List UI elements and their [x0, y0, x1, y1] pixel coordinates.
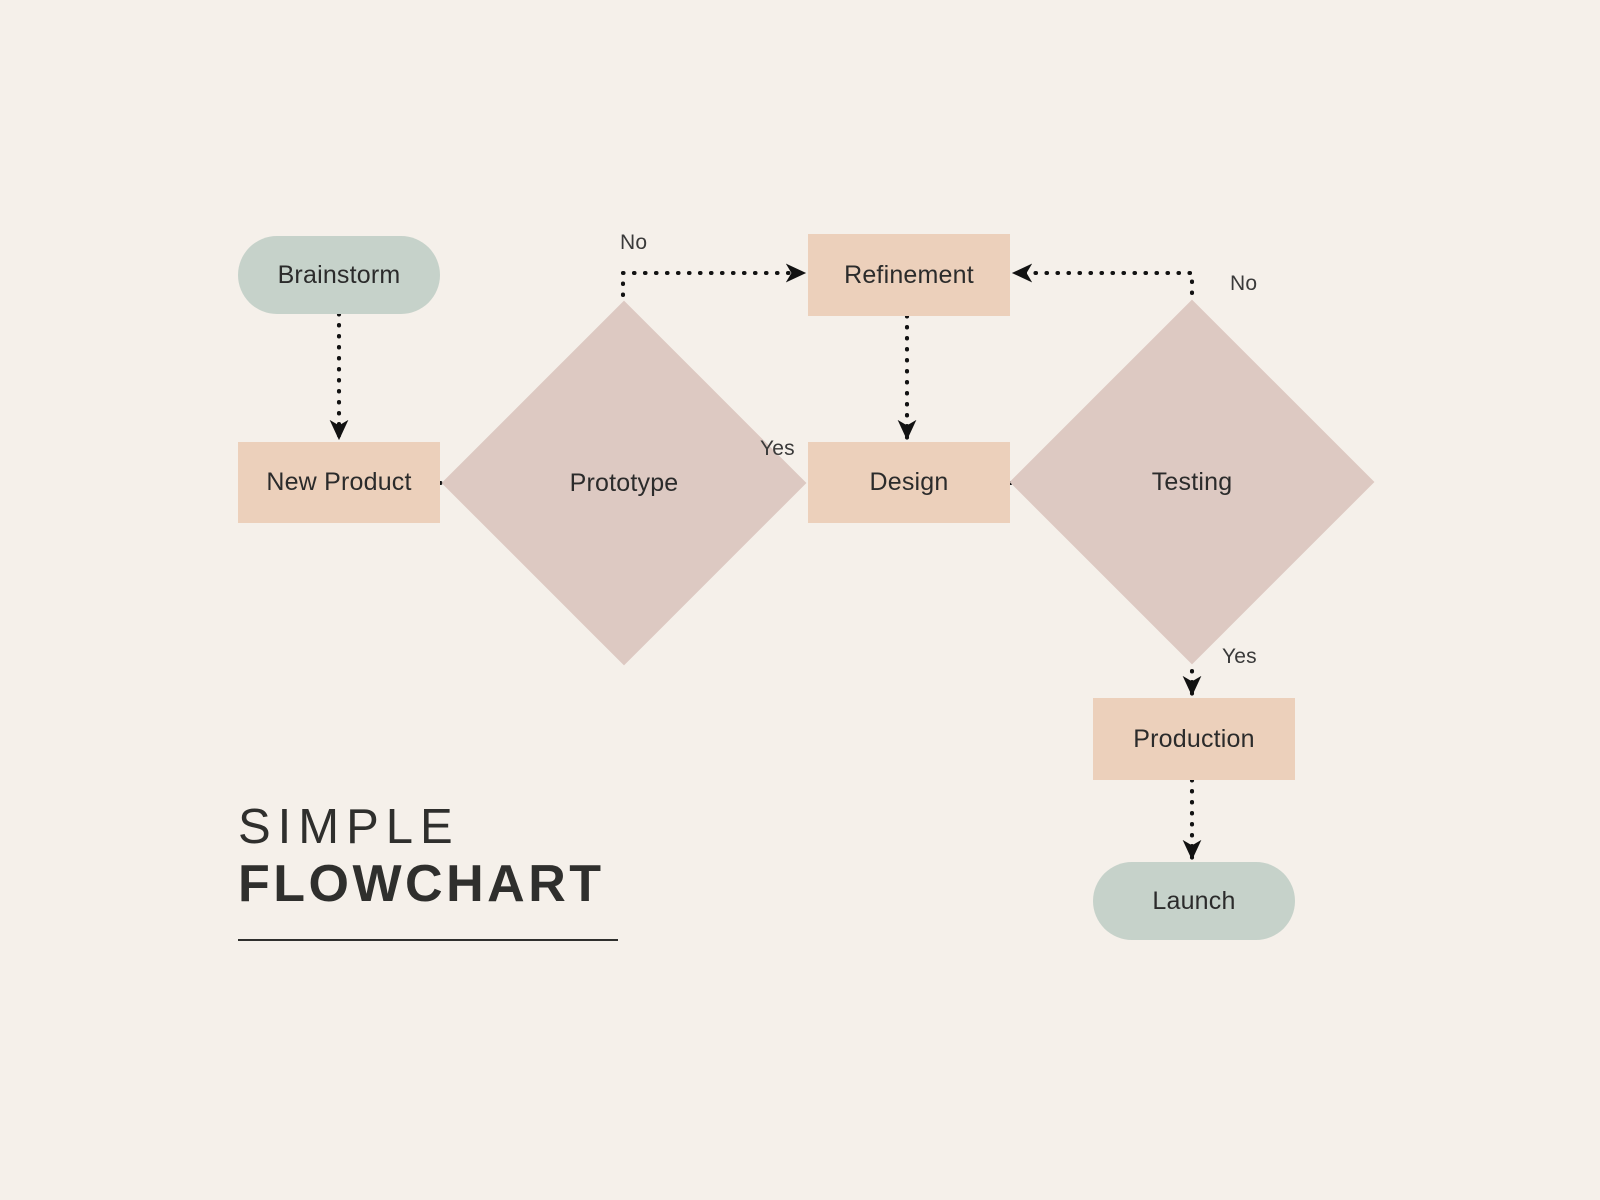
title-underline: [238, 939, 618, 941]
node-label-launch: Launch: [1152, 886, 1236, 915]
title-line-flowchart: FLOWCHART: [238, 854, 605, 913]
title-block: SIMPLE FLOWCHART: [238, 800, 658, 913]
node-testing[interactable]: Testing: [1009, 299, 1375, 665]
label-testing-no: No: [1230, 272, 1258, 295]
node-launch[interactable]: Launch: [1093, 862, 1295, 940]
node-brainstorm[interactable]: Brainstorm: [238, 236, 440, 314]
title-line-simple: SIMPLE: [238, 800, 460, 854]
node-label-new-product: New Product: [266, 468, 412, 496]
node-label-prototype: Prototype: [569, 468, 679, 497]
node-production[interactable]: Production: [1093, 698, 1295, 780]
node-refinement[interactable]: Refinement: [808, 234, 1010, 316]
node-label-production: Production: [1133, 724, 1255, 753]
node-label-brainstorm: Brainstorm: [277, 260, 401, 289]
node-prototype[interactable]: Prototype: [441, 300, 807, 666]
label-prototype-yes: Yes: [760, 437, 795, 460]
node-label-design: Design: [869, 468, 949, 496]
label-prototype-no: No: [620, 231, 648, 254]
label-testing-yes: Yes: [1222, 645, 1257, 668]
node-label-refinement: Refinement: [844, 260, 974, 289]
node-new-product[interactable]: New Product: [238, 442, 440, 523]
node-design[interactable]: Design: [808, 442, 1010, 523]
node-label-testing: Testing: [1151, 467, 1233, 496]
